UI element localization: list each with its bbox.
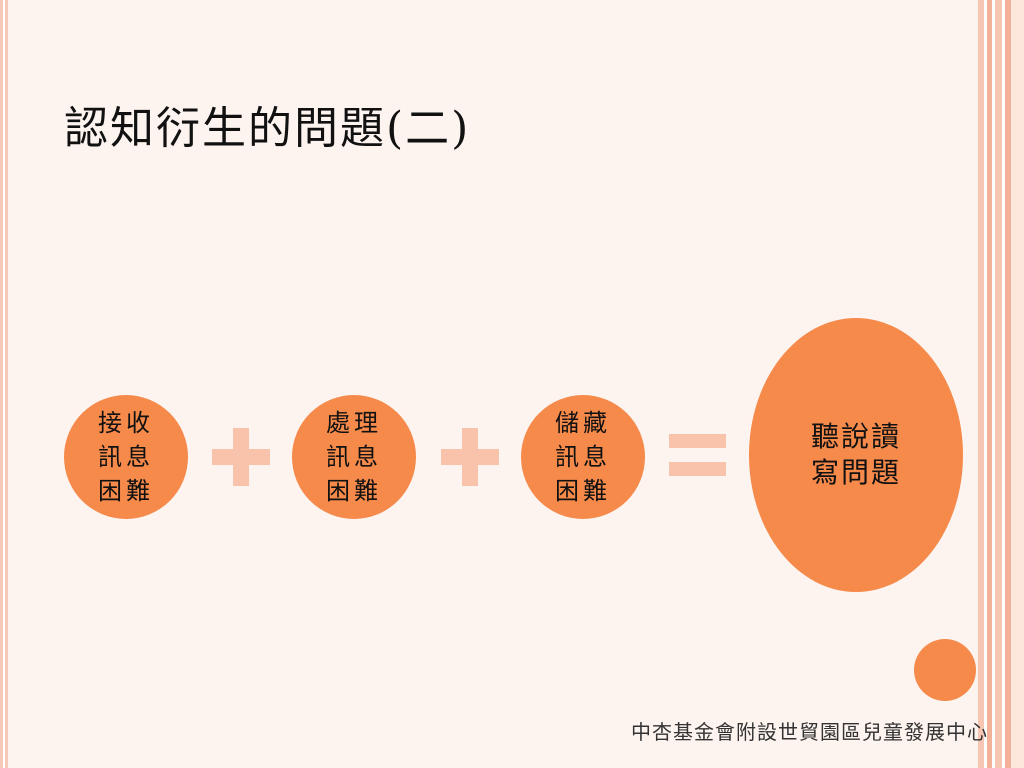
node-store-info-label: 儲藏 訊息 困難	[555, 409, 611, 505]
right-frame-stripes	[978, 0, 1024, 768]
decorative-dot	[914, 639, 976, 701]
equals-operator	[669, 431, 726, 477]
node-receive-info: 接收 訊息 困難	[64, 395, 188, 519]
plus-operator-1	[212, 428, 270, 486]
node-result-listen-speak-read-write: 聽說讀 寫問題	[749, 318, 963, 592]
node-process-info: 處理 訊息 困難	[292, 395, 416, 519]
node-process-info-label: 處理 訊息 困難	[326, 409, 382, 505]
plus-operator-2	[441, 428, 499, 486]
node-receive-info-label: 接收 訊息 困難	[98, 409, 154, 505]
equals-bar-top	[669, 434, 726, 448]
equals-bar-bottom	[669, 462, 726, 476]
left-frame-stripe	[0, 0, 8, 768]
node-store-info: 儲藏 訊息 困難	[521, 395, 645, 519]
node-result-label: 聽說讀 寫問題	[810, 420, 901, 489]
slide-title: 認知衍生的問題(二)	[64, 103, 471, 154]
plus-bar-vertical	[233, 428, 249, 486]
slide-footer: 中杏基金會附設世貿園區兒童發展中心	[631, 720, 988, 744]
plus-bar-vertical	[462, 428, 478, 486]
